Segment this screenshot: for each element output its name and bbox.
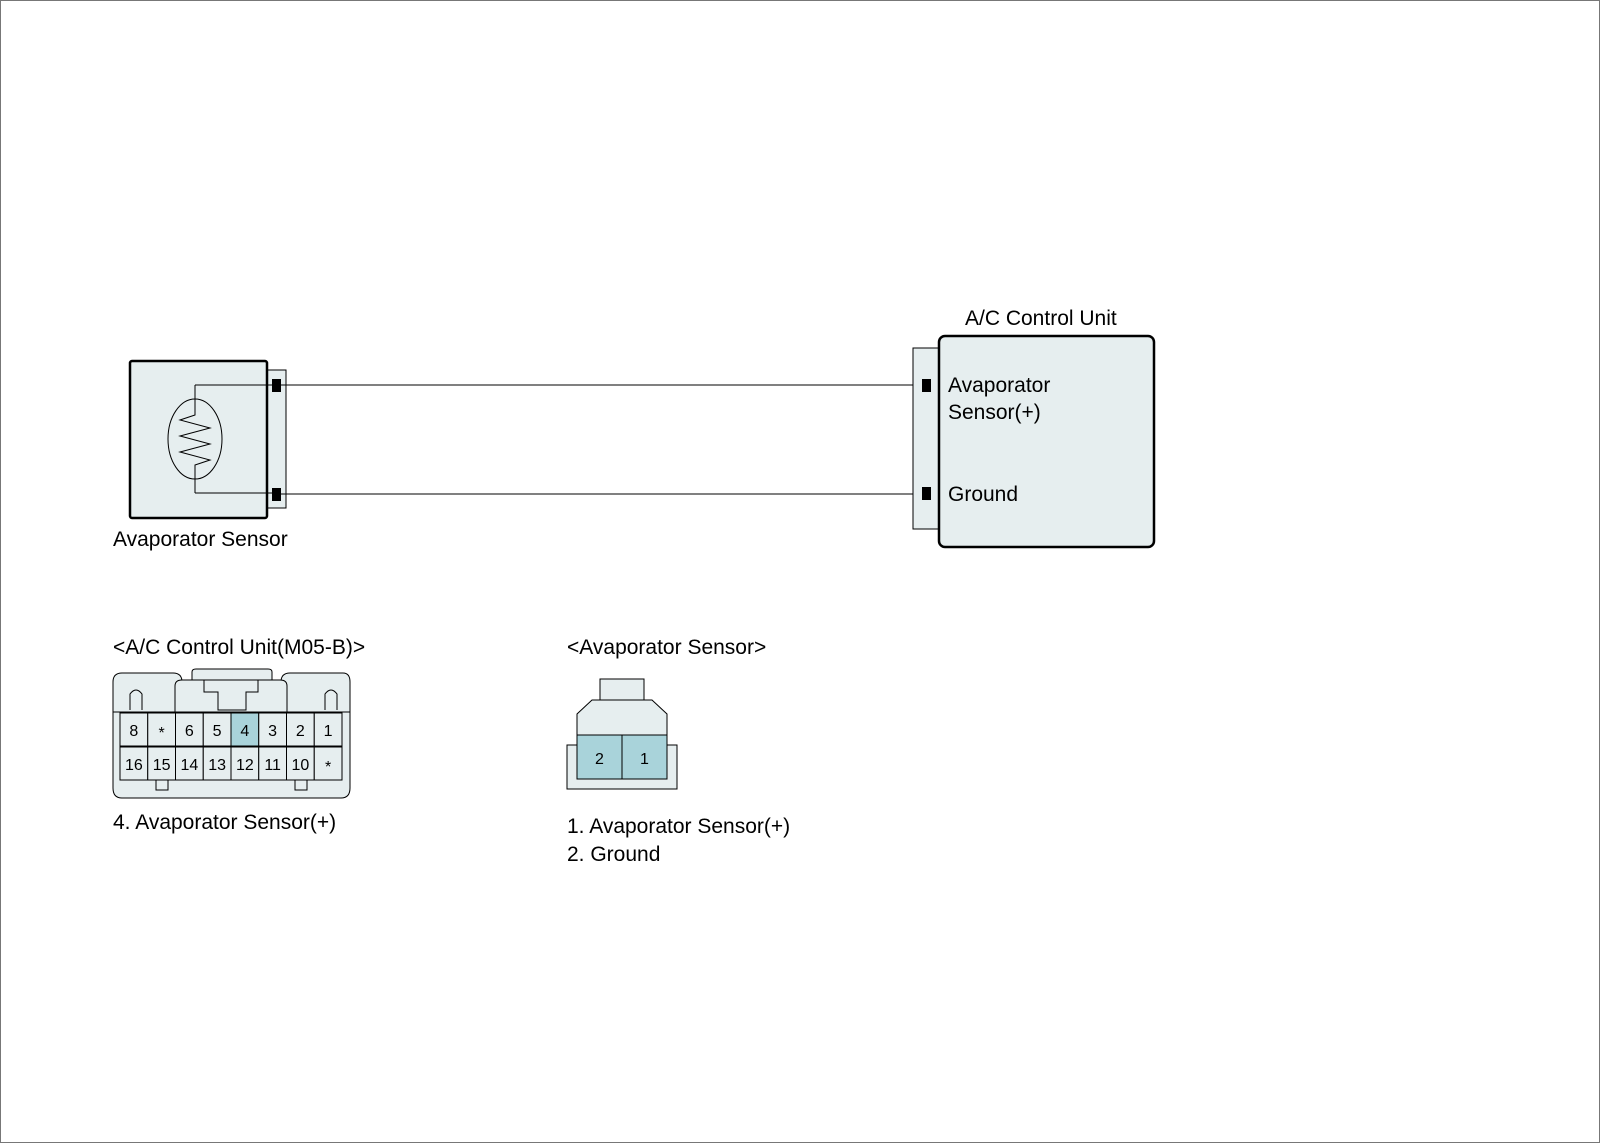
connector-sensor-title: <Avaporator Sensor> <box>567 636 766 659</box>
m05b-pin-label: 16 <box>125 757 143 774</box>
thermistor-resistor-symbol <box>178 385 212 493</box>
m05b-pin-cell <box>313 712 343 747</box>
m05b-pin-cell <box>286 712 315 747</box>
connector-m05b-center-key <box>174 679 288 712</box>
m05b-pin-cell <box>119 712 149 747</box>
m05b-pin-label: 8 <box>129 723 138 740</box>
m05b-pin-label: 5 <box>213 723 222 740</box>
sensor-component: Avaporator Sensor <box>113 359 288 551</box>
m05b-pin-label: * <box>325 759 331 776</box>
connector-m05b-key-notch <box>203 680 259 711</box>
m05b-pin-label: 15 <box>153 757 171 774</box>
connector-sensor-legend: 1. Avaporator Sensor(+) 2. Ground <box>567 815 790 866</box>
m05b-pin-cell <box>230 712 260 747</box>
m05b-pin-label: 3 <box>268 723 277 740</box>
m05b-pin-cell <box>258 746 287 781</box>
m05b-pin-label: 4 <box>240 723 249 740</box>
control-unit-component: A/C Control Unit Avaporator Sensor(+) Gr… <box>912 307 1156 549</box>
control-unit-title: A/C Control Unit <box>965 307 1117 330</box>
m05b-pin-cell <box>258 712 287 747</box>
sensor-terminal-1 <box>272 379 281 392</box>
control-unit-body <box>937 334 1156 549</box>
m05b-pin-label: 11 <box>264 757 281 774</box>
control-unit-terminal-sensor-plus <box>922 379 931 392</box>
m05b-pin-label: 1 <box>324 723 333 740</box>
m05b-pin-label: * <box>159 725 165 742</box>
connector-m05b-left-lock <box>112 672 183 712</box>
m05b-pin-label: 14 <box>180 757 198 774</box>
control-unit-pin-sensor-plus-line2: Sensor(+) <box>948 401 1041 424</box>
connector-m05b-right-lock <box>280 672 351 712</box>
control-unit-pin-sensor-plus-line1: Avaporator <box>948 374 1050 397</box>
sensor-pin-cell <box>621 734 668 780</box>
connector-m05b-right-lock-tab <box>324 689 338 710</box>
m05b-pin-cell <box>313 746 343 781</box>
m05b-pin-label: 6 <box>185 723 194 740</box>
connector-sensor-latch <box>599 678 645 702</box>
connector-m05b-legend: 4. Avaporator Sensor(+) <box>113 811 336 834</box>
m05b-legend-item: 4. Avaporator Sensor(+) <box>113 811 336 834</box>
sensor-terminal-2 <box>272 488 281 501</box>
sensor-legend-item: 1. Avaporator Sensor(+) <box>567 815 790 838</box>
sensor-label: Avaporator Sensor <box>113 528 288 551</box>
control-unit-connector-housing <box>912 347 941 530</box>
m05b-pin-label: 2 <box>296 723 305 740</box>
sensor-pin-cell <box>576 734 623 780</box>
control-unit-terminal-ground <box>922 487 931 500</box>
connector-m05b: <A/C Control Unit(M05-B)> 8 * 6 5 4 3 2 1 16 15 14… <box>112 636 365 834</box>
connector-m05b-pin-grid: 8 * 6 5 4 3 2 1 16 15 14 13 12 11 10 * <box>119 712 343 781</box>
connector-sensor-hood <box>576 699 668 735</box>
m05b-pin-label: 10 <box>291 757 309 774</box>
connector-m05b-title: <A/C Control Unit(M05-B)> <box>113 636 365 659</box>
m05b-pin-label: 13 <box>208 757 226 774</box>
sensor-pin-label: 1 <box>640 751 649 768</box>
m05b-pin-cell <box>230 746 260 781</box>
control-unit-pin-ground: Ground <box>948 483 1018 506</box>
m05b-pin-cell <box>119 746 149 781</box>
connector-m05b-top-rail <box>191 668 273 680</box>
sensor-legend-item: 2. Ground <box>567 843 660 866</box>
sensor-pin-label: 2 <box>595 751 604 768</box>
m05b-pin-label: 12 <box>236 757 254 774</box>
connector-m05b-left-lock-tab <box>129 689 143 710</box>
